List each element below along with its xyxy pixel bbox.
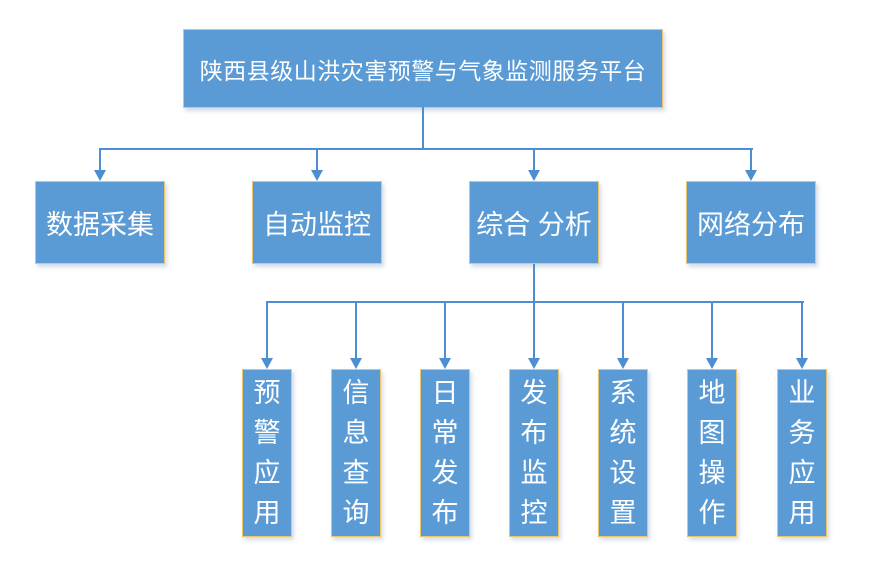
arrowhead-down-icon — [261, 358, 273, 369]
arrowhead-down-icon — [796, 358, 808, 369]
node-map-operation: 地图操作 — [687, 369, 737, 537]
node-data-collection: 数据采集 — [35, 181, 165, 264]
connector-drop — [355, 301, 357, 359]
node-label: 日常发布 — [431, 378, 459, 528]
node-label: 陕西县级山洪灾害预警与气象监测服务平台 — [199, 57, 647, 84]
node-label: 信息查询 — [342, 378, 370, 528]
node-business-application: 业务应用 — [777, 369, 827, 537]
arrowhead-down-icon — [617, 358, 629, 369]
arrowhead-down-icon — [94, 170, 106, 181]
node-root-platform: 陕西县级山洪灾害预警与气象监测服务平台 — [183, 29, 663, 108]
node-label: 业务应用 — [788, 378, 816, 528]
arrowhead-down-icon — [745, 170, 757, 181]
connector-line-analysis-drop — [533, 264, 535, 303]
connector-rail-level2 — [99, 148, 753, 150]
arrowhead-down-icon — [528, 170, 540, 181]
node-label: 系统设置 — [609, 378, 637, 528]
connector-drop — [533, 148, 535, 172]
node-daily-release: 日常发布 — [420, 369, 470, 537]
arrowhead-down-icon — [706, 358, 718, 369]
node-label: 数据采集 — [46, 210, 154, 240]
node-network-distribution: 网络分布 — [686, 181, 816, 264]
arrowhead-down-icon — [439, 358, 451, 369]
connector-drop — [533, 301, 535, 359]
node-system-settings: 系统设置 — [598, 369, 648, 537]
connector-drop — [622, 301, 624, 359]
connector-rail-level3 — [267, 301, 804, 303]
connector-drop — [99, 148, 101, 172]
node-info-query: 信息查询 — [331, 369, 381, 537]
node-comprehensive-analysis: 综合 分析 — [469, 181, 599, 264]
node-label: 自动监控 — [263, 210, 371, 240]
arrowhead-down-icon — [311, 170, 323, 181]
connector-drop — [750, 148, 752, 172]
node-label: 地图操作 — [698, 378, 726, 528]
node-warning-application: 预警应用 — [242, 369, 292, 537]
node-release-monitoring: 发布监控 — [509, 369, 559, 537]
connector-drop — [444, 301, 446, 359]
node-label: 预警应用 — [253, 378, 281, 528]
node-label: 网络分布 — [697, 210, 805, 240]
connector-line-root-drop — [422, 107, 424, 149]
connector-drop — [266, 301, 268, 359]
connector-drop — [316, 148, 318, 172]
arrowhead-down-icon — [350, 358, 362, 369]
node-label: 发布监控 — [520, 378, 548, 528]
connector-drop — [801, 301, 803, 359]
arrowhead-down-icon — [528, 358, 540, 369]
node-auto-monitoring: 自动监控 — [252, 181, 382, 264]
connector-drop — [711, 301, 713, 359]
node-label: 综合 分析 — [476, 210, 592, 240]
